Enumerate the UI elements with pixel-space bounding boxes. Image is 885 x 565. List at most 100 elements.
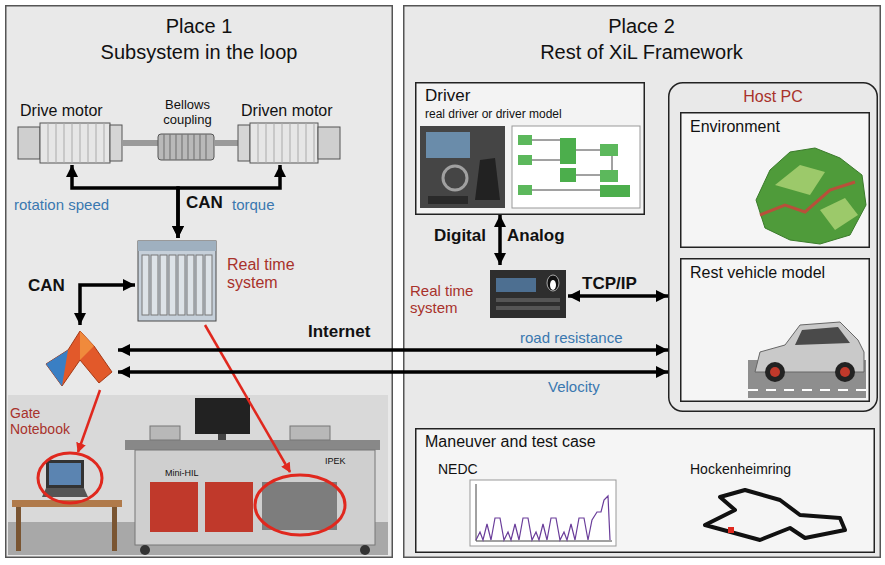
node-heading: Hockenheimring xyxy=(690,461,840,477)
realtime-rack-figure-part xyxy=(142,255,149,315)
realtime-rack-figure xyxy=(138,241,216,321)
cycle-figure: NEDC xyxy=(432,458,622,550)
node-heading: Driven motor xyxy=(241,102,345,120)
model-box: Environment xyxy=(680,112,870,248)
node-heading: Rest vehicle model xyxy=(690,264,860,282)
realtime-device-figure xyxy=(490,270,566,318)
gate-notebook: Gate Notebook xyxy=(8,325,118,445)
test-bench-photo-part xyxy=(38,453,102,503)
driver-model-figure xyxy=(512,126,640,208)
host-pc-box: EnvironmentRest vehicle modelHost PC xyxy=(668,82,878,412)
test-bench-photo-part xyxy=(255,475,345,535)
realtime-rack-figure-part xyxy=(138,241,216,251)
driver-model-figure-part xyxy=(600,170,618,182)
driver-simulator-photo-part xyxy=(420,126,505,208)
leader-arrow xyxy=(78,325,290,472)
node-subtext: Subsystem in the loop xyxy=(5,41,393,64)
edge-label: road resistance xyxy=(520,329,623,346)
test-bench-photo-part xyxy=(205,482,253,532)
node-heading: Real time system xyxy=(410,282,488,317)
test-bench-photo-part xyxy=(135,450,375,545)
race-track-part xyxy=(705,490,845,540)
driver-model-figure-part xyxy=(518,185,532,195)
vehicle-figure-part xyxy=(835,362,855,382)
signal-arrow xyxy=(118,370,668,374)
signal-arrow xyxy=(568,294,668,298)
coupling-part: Bellows coupling xyxy=(150,98,225,136)
realtime-rack-figure-part xyxy=(187,255,194,315)
realtime-rack-figure-part xyxy=(151,255,158,315)
motor-part: Driven motor xyxy=(235,100,345,165)
link-label: Internet xyxy=(308,322,370,342)
driver-model-figure-part xyxy=(600,185,630,197)
node-heading: Place 2 xyxy=(403,15,880,38)
test-bench-photo-part xyxy=(125,440,380,450)
driver-model-figure-part xyxy=(518,155,532,165)
vehicle-figure-part xyxy=(765,362,785,382)
terrain-figure-part xyxy=(756,148,866,244)
realtime-device-figure-part xyxy=(547,275,559,291)
model-box-outline xyxy=(681,113,870,248)
driver-model-figure-part xyxy=(600,144,618,156)
driven-motor-figure-part xyxy=(250,123,318,163)
matlab-logo-part xyxy=(46,350,68,386)
driver-box: Driver real driver or driver model xyxy=(415,82,645,215)
coupling-part-outline xyxy=(150,98,225,136)
nedc-chart-part xyxy=(476,484,612,541)
realtime-rack-figure-part xyxy=(178,255,185,315)
driver-model-figure-part xyxy=(512,126,640,208)
motor-part-outline xyxy=(12,100,135,165)
motor-part-outline xyxy=(235,100,345,165)
place-panel-outline xyxy=(404,6,881,558)
test-bench-photo-part xyxy=(49,463,81,485)
matlab-logo-part xyxy=(80,331,94,360)
test-bench-photo-part xyxy=(195,398,250,434)
place-panel-outline xyxy=(6,6,393,558)
nedc-chart-part xyxy=(470,480,616,546)
photo-text: IPEK xyxy=(325,456,346,466)
realtime-rack-figure-part xyxy=(169,255,176,315)
vehicle-figure-part xyxy=(840,367,850,377)
realtime-device-figure-part xyxy=(496,278,536,292)
leader-arrow-part xyxy=(205,325,290,472)
node-heading: Drive motor xyxy=(20,102,130,120)
bellows-coupling-figure-part xyxy=(164,134,206,160)
race-track-part xyxy=(728,527,734,533)
vehicle-figure-part xyxy=(770,367,780,377)
leader-arrow-part xyxy=(78,390,100,452)
drive-motor-figure-part xyxy=(110,125,122,161)
terrain-figure-part xyxy=(820,198,858,230)
realtime-rack-figure-part xyxy=(138,241,216,321)
realtime-rack-figure-part xyxy=(160,255,167,315)
node-heading: Place 1 xyxy=(5,15,393,38)
node-subtext: Rest of XiL Framework xyxy=(403,41,880,64)
realtime-system-outline xyxy=(135,238,315,323)
terrain-figure-part xyxy=(760,182,855,215)
node-heading: Real time system xyxy=(227,256,313,293)
realtime-device-figure-part xyxy=(496,298,560,302)
test-bench-photo-part xyxy=(360,545,370,555)
test-bench-photo-part xyxy=(150,426,180,440)
edge-label: torque xyxy=(232,196,275,213)
bellows-coupling-figure-part xyxy=(214,140,238,146)
realtime-device-figure-part xyxy=(550,280,556,290)
driver-model-figure-part xyxy=(560,168,576,182)
cycle-figure-outline xyxy=(432,458,622,550)
realtime-device-figure-part xyxy=(496,306,560,310)
node-subtext: real driver or driver model xyxy=(425,108,635,122)
signal-arrow xyxy=(80,285,135,325)
motor-part: Drive motor xyxy=(12,100,135,165)
driven-motor-figure-part xyxy=(318,127,340,159)
vehicle-figure-part xyxy=(748,389,866,391)
test-bench-photo-part xyxy=(112,507,117,551)
node-heading: Driver xyxy=(425,86,635,106)
vehicle-figure xyxy=(748,322,866,398)
track-figure-outline xyxy=(680,458,865,550)
node-heading: Bellows coupling xyxy=(150,98,225,128)
realtime-system-outline xyxy=(408,265,568,323)
signal-label: Analog xyxy=(507,226,565,246)
driven-motor-figure xyxy=(238,123,340,163)
test-bench-photo-part xyxy=(262,482,337,530)
test-bench-photo-part xyxy=(290,426,330,440)
